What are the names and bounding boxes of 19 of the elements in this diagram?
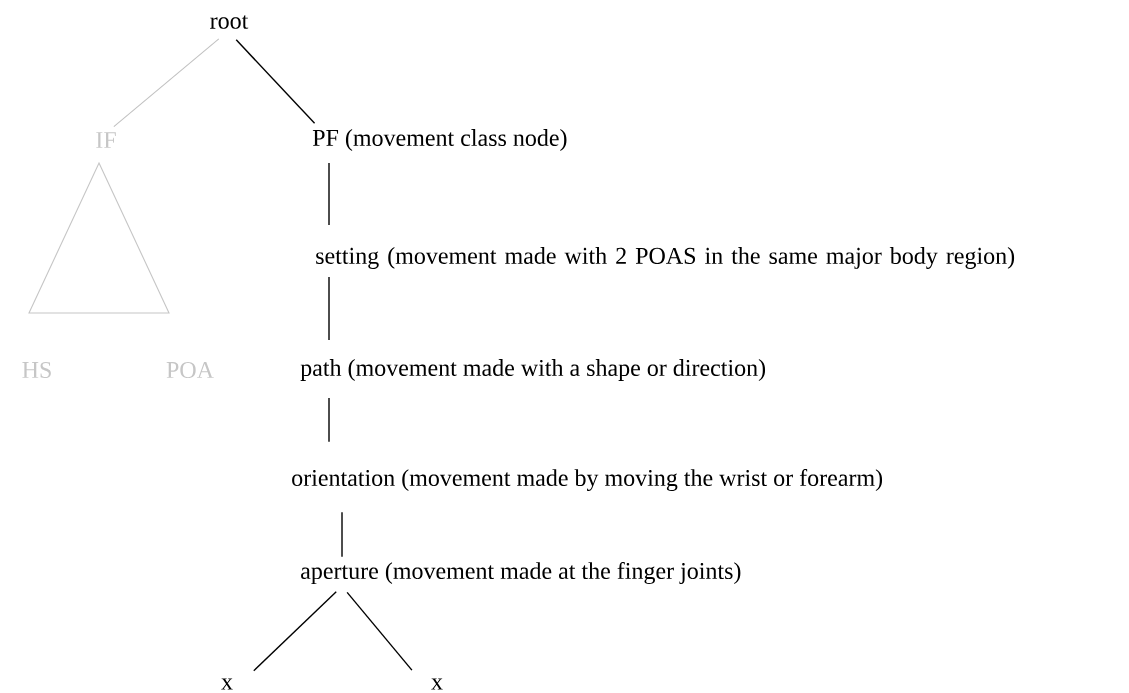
branch-line [346,591,413,671]
tree-node-label: POA [166,361,214,379]
branch-line [235,39,316,124]
tree-node-label: x [221,678,233,690]
tree-node-label: path (movement made with a shape or direction) [300,359,766,381]
tree-node-label: x [431,678,443,690]
tree-node-label: PF (movement class node) [312,129,567,151]
tree-node-label: root [210,15,249,29]
tree-node-label: HS [22,361,51,379]
branch-line [328,162,330,226]
branch-line [113,38,220,128]
tree-node-label: orientation (movement made by moving the wrist or forearm) [292,468,883,492]
branch-line [328,397,330,443]
branch-line [328,276,330,341]
branch-line [253,591,337,672]
tree-node-label: aperture (movement made at the finger joints) [301,562,741,585]
tree-node-label: setting (movement made with 2 POAS in the same major body region) [316,247,1015,269]
tree-node-label: IF [96,132,116,148]
branch-line [341,511,343,558]
